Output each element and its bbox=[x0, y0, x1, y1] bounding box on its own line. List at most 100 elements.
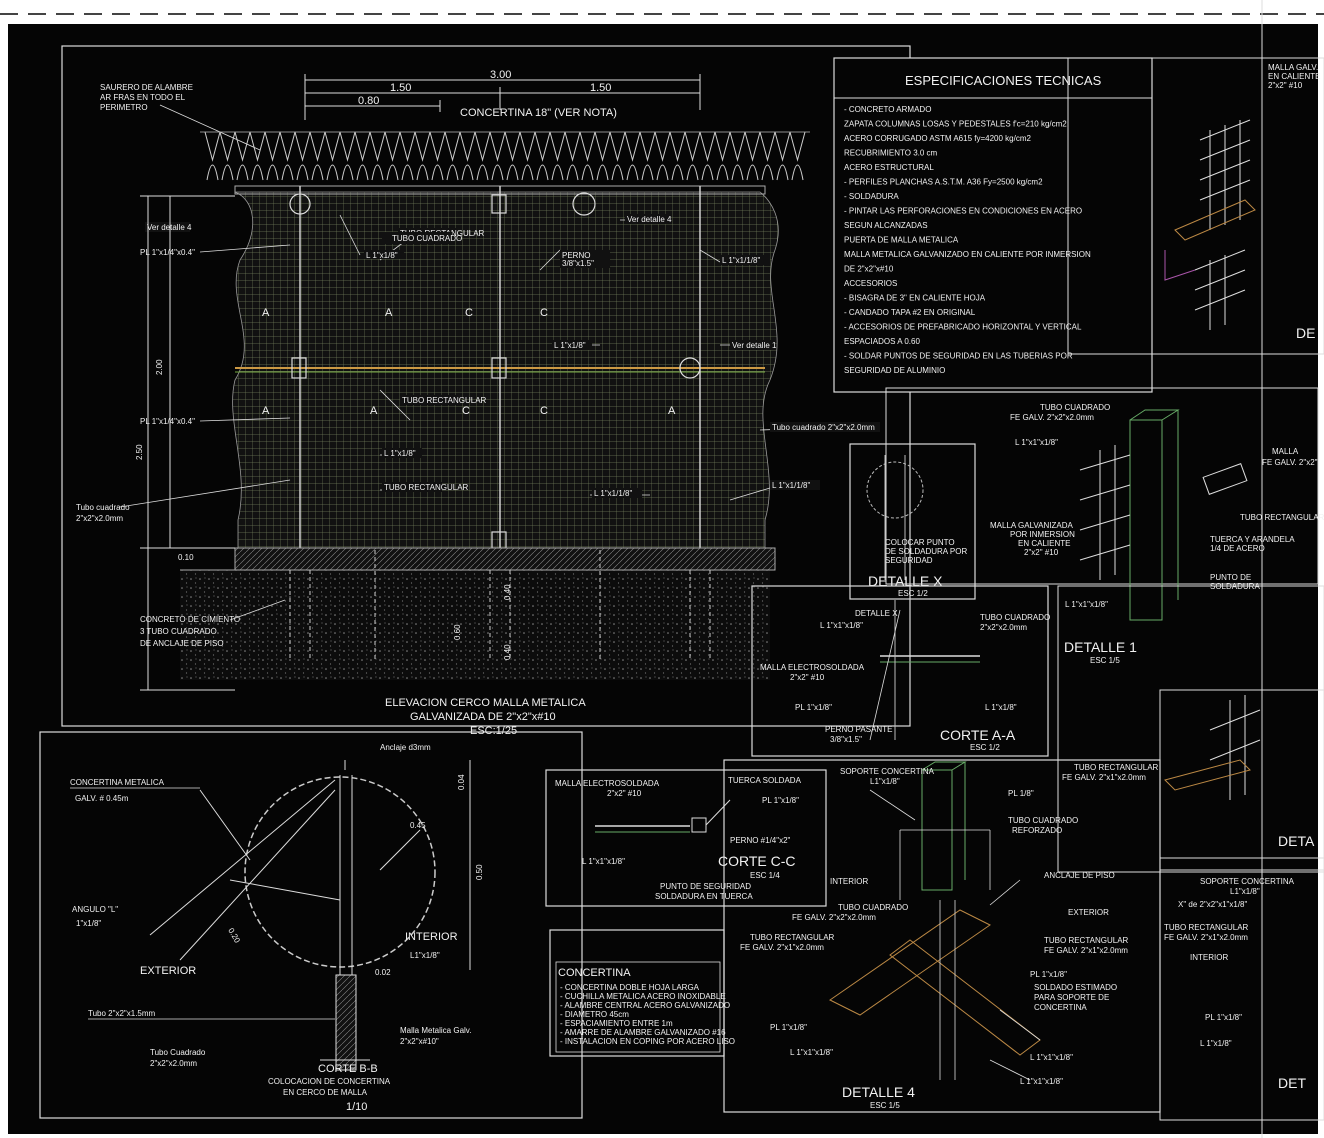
spec-line: DE 2"x2"x#10 bbox=[844, 265, 894, 274]
left-tag-2: PL 1"x1/4"x0.4" bbox=[140, 417, 195, 426]
detalle-x-note-2: DE SOLDADURA POR bbox=[885, 547, 967, 556]
right-note: MALLA GALV. bbox=[1268, 63, 1318, 72]
detalle-4-note: PARA SOPORTE DE bbox=[1034, 993, 1109, 1002]
detalle-4-scale: ESC 1/5 bbox=[870, 1101, 900, 1110]
svg-text:PERNO: PERNO bbox=[562, 251, 590, 260]
spec-line: PUERTA DE MALLA METALICA bbox=[844, 236, 959, 245]
svg-text:3/8"x1.5": 3/8"x1.5" bbox=[562, 259, 594, 268]
detalle-x: COLOCAR PUNTO DE SOLDADURA POR SEGURIDAD… bbox=[849, 443, 976, 600]
corte-aa-note: MALLA ELECTROSOLDADA bbox=[760, 663, 865, 672]
corte-cc-note: 2"x2" #10 bbox=[607, 789, 642, 798]
corte-aa-note: L 1"x1"x1/8" bbox=[820, 621, 863, 630]
detalle-4-note: TUBO CUADRADO bbox=[838, 903, 908, 912]
corte-aa-note: PERNO PASANTE bbox=[825, 725, 892, 734]
concrete-note-2: 3 TUBO CUADRADO bbox=[140, 627, 217, 636]
detalle-1-note: 2"x2" #10 bbox=[1024, 548, 1059, 557]
corte-bb-concertina: GALV. # 0.45m bbox=[75, 794, 129, 803]
corte-cc-note: PERNO #1/4"x2" bbox=[730, 836, 791, 845]
concertina-line: - AMARRE DE ALAMBRE GALVANIZADO #16 bbox=[560, 1028, 726, 1037]
svg-text:TUBO RECTANGULAR: TUBO RECTANGULAR bbox=[402, 396, 487, 405]
corte-bb-tube: Tubo 2"x2"x1.5mm bbox=[88, 1009, 156, 1018]
corte-cc-scale: ESC 1/4 bbox=[750, 871, 780, 880]
corte-bb-mesh: 2"x2"x#10" bbox=[400, 1037, 439, 1046]
concrete-note-3: DE ANCLAJE DE PISO bbox=[140, 639, 224, 648]
right-partial-title: DE bbox=[1296, 325, 1315, 341]
corte-aa-note: 2"x2" #10 bbox=[790, 673, 825, 682]
corte-cc-note: SOLDADURA EN TUERCA bbox=[655, 892, 753, 901]
specs-title: ESPECIFICACIONES TECNICAS bbox=[905, 73, 1102, 88]
concertina-line: - CUCHILLA METALICA ACERO INOXIDABLE bbox=[560, 992, 726, 1001]
corte-bb-wire: Anclaje d3mm bbox=[380, 743, 431, 752]
detalle-4-note: TUBO RECTANGULAR bbox=[1044, 936, 1129, 945]
foundation-hatch bbox=[234, 547, 776, 571]
spec-line: - SOLDAR PUNTOS DE SEGURIDAD EN LAS TUBE… bbox=[844, 352, 1073, 361]
spec-line: SEGURIDAD DE ALUMINIO bbox=[844, 366, 945, 375]
wire-note-3: PERIMETRO bbox=[100, 103, 148, 112]
spec-line: - SOLDADURA bbox=[844, 192, 899, 201]
corte-cc-title: CORTE C-C bbox=[718, 853, 796, 869]
elevation-title-scale: ESC:1/25 bbox=[470, 725, 517, 737]
spec-line: - CONCRETO ARMADO bbox=[844, 105, 931, 114]
detalle-4-note: FE GALV. 2"x1"x2.0mm bbox=[1044, 946, 1128, 955]
svg-text:L 1"x1/1/8": L 1"x1/1/8" bbox=[594, 489, 632, 498]
left-tag-1: PL 1"x1/4"x0.4" bbox=[140, 248, 195, 257]
corte-bb-angle: 1"x1/8" bbox=[76, 919, 101, 928]
svg-text:0.60: 0.60 bbox=[453, 624, 462, 640]
detalle-4-note: FE GALV. 2"x1"x2.0mm bbox=[740, 943, 824, 952]
corte-bb-mesh: Malla Metalica Galv. bbox=[400, 1026, 471, 1035]
wire-note-2: AR FRAS EN TODO EL bbox=[100, 93, 186, 102]
section-letter: A bbox=[385, 307, 393, 319]
right-note: FE GALV. 2"x1"x2.0mm bbox=[1164, 933, 1248, 942]
detalle-4-note: ANCLAJE DE PISO bbox=[1044, 871, 1115, 880]
svg-text:TUBO RECTANGULAR: TUBO RECTANGULAR bbox=[384, 483, 469, 492]
section-letter: A bbox=[262, 307, 270, 319]
section-letter: A bbox=[262, 405, 270, 417]
right-partial-title: DET bbox=[1278, 1075, 1306, 1091]
detalle-1-note: FE GALV. 2"x2"x2.0mm bbox=[1010, 413, 1094, 422]
detalle-4-note: CONCERTINA bbox=[1034, 1003, 1087, 1012]
spec-line: ACERO CORRUGADO ASTM A615 fy=4200 kg/cm2 bbox=[844, 134, 1032, 143]
corte-aa: L 1"x1"x1/8" MALLA ELECTROSOLDADA 2"x2" … bbox=[751, 585, 1050, 757]
spec-line: ACCESORIOS bbox=[844, 279, 897, 288]
corte-bb-concertina: CONCERTINA METALICA bbox=[70, 778, 165, 787]
corte-bb-title-2: COLOCACION DE CONCERTINA bbox=[268, 1077, 391, 1086]
detalle-4-note: L 1"x1"x1/8" bbox=[1030, 1053, 1073, 1062]
detalle-4: SOPORTE CONCERTINA L1"x1/8" PL 1/8" TUBO… bbox=[723, 759, 1161, 1113]
svg-text:L 1"x1/1/8": L 1"x1/1/8" bbox=[772, 481, 810, 490]
section-letter: C bbox=[540, 307, 548, 319]
svg-text:Ver detalle 1: Ver detalle 1 bbox=[732, 341, 777, 350]
dim-total: 3.00 bbox=[490, 69, 511, 81]
corte-bb-interior: INTERIOR bbox=[405, 931, 458, 943]
detalle-1-note: EN CALIENTE bbox=[1018, 539, 1070, 548]
right-note: L1"x1/8" bbox=[1230, 887, 1260, 896]
concertina-lines: - CONCERTINA DOBLE HOJA LARGA- CUCHILLA … bbox=[560, 983, 735, 1046]
tube-note-2: 2"x2"x2.0mm bbox=[76, 514, 123, 523]
detalle-1: TUBO CUADRADO FE GALV. 2"x2"x2.0mm MALLA… bbox=[885, 387, 1324, 665]
detalle-4-note: PL 1/8" bbox=[1008, 789, 1034, 798]
wire-note-1: SAURERO DE ALAMBRE bbox=[100, 83, 193, 92]
detalle-1-note: TUBO CUADRADO bbox=[1040, 403, 1110, 412]
corte-cc-note: TUERCA SOLDADA bbox=[728, 776, 802, 785]
concertina-line: - INSTALACION EN COPING POR ACERO LISO bbox=[560, 1037, 735, 1046]
concertina-note: CONCERTINA 18" (VER NOTA) bbox=[460, 107, 617, 119]
detalle-1-angle: L 1"x1"x1/8" bbox=[1065, 600, 1108, 609]
right-note: 2"x2" #10 bbox=[1268, 81, 1303, 90]
spec-line: - CANDADO TAPA #2 EN ORIGINAL bbox=[844, 308, 976, 317]
corte-bb-title-3: EN CERCO DE MALLA bbox=[283, 1088, 368, 1097]
section-letter: A bbox=[370, 405, 378, 417]
corte-aa-scale: ESC 1/2 bbox=[970, 743, 1000, 752]
spec-line: RECUBRIMIENTO 3.0 cm bbox=[844, 149, 938, 158]
concertina-line: - CONCERTINA DOBLE HOJA LARGA bbox=[560, 983, 700, 992]
right-note: EN CALIENTE bbox=[1268, 72, 1320, 81]
concertina-title: CONCERTINA bbox=[558, 967, 631, 979]
concertina-line: - ALAMBRE CENTRAL ACERO GALVANIZADO bbox=[560, 1001, 730, 1010]
svg-text:L 1"x1/8": L 1"x1/8" bbox=[384, 449, 416, 458]
detalle-4-note: SOPORTE CONCERTINA bbox=[840, 767, 935, 776]
right-note: INTERIOR bbox=[1190, 953, 1228, 962]
corte-aa-note: PL 1"x1/8" bbox=[795, 703, 832, 712]
svg-text:Ver detalle 4: Ver detalle 4 bbox=[627, 215, 672, 224]
right-note: L 1"x1/8" bbox=[1200, 1039, 1232, 1048]
detalle-4-note: TUBO CUADRADO bbox=[1008, 816, 1078, 825]
corte-bb-dim: 0.04 bbox=[457, 774, 466, 790]
svg-text:0.40: 0.40 bbox=[503, 584, 512, 600]
